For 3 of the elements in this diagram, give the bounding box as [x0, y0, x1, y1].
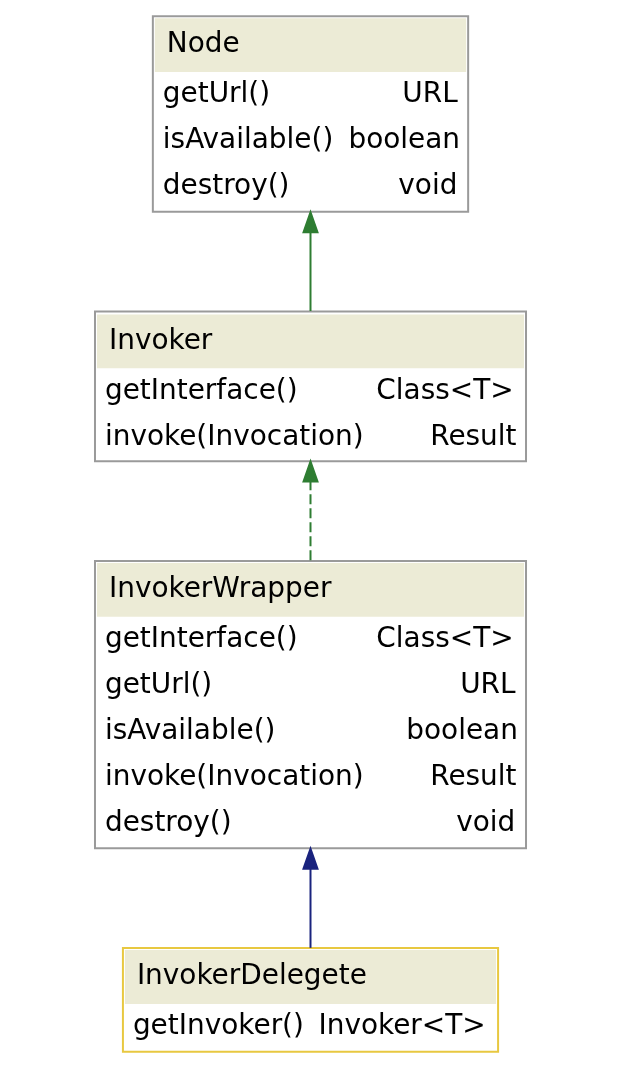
arrow — [301, 209, 319, 312]
arrow — [301, 845, 319, 949]
arrow — [301, 458, 319, 562]
